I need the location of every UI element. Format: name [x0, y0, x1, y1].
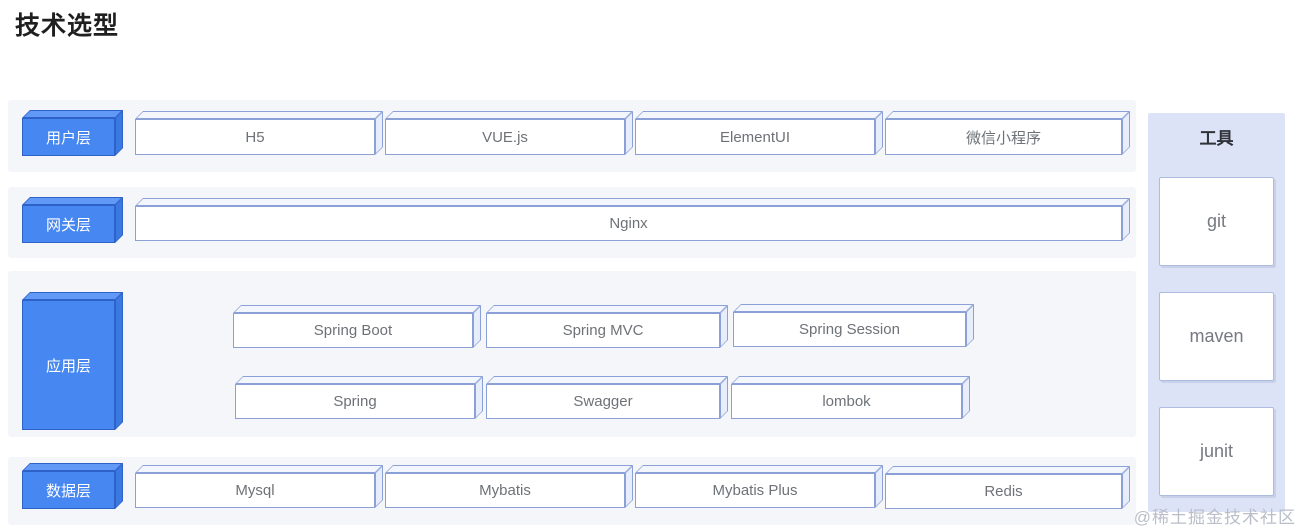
- tool-box-junit: junit: [1159, 407, 1274, 496]
- layer-label-app: 应用层: [22, 300, 115, 430]
- tech-box-wechat-miniprogram: 微信小程序: [885, 119, 1122, 155]
- tech-box-nginx: Nginx: [135, 206, 1122, 241]
- tech-box-spring: Spring: [235, 384, 475, 419]
- tech-box-lombok: lombok: [731, 384, 962, 419]
- tech-box-spring-mvc: Spring MVC: [486, 313, 720, 348]
- tool-box-maven: maven: [1159, 292, 1274, 381]
- tech-box-swagger: Swagger: [486, 384, 720, 419]
- tech-box-mybatis: Mybatis: [385, 473, 625, 508]
- tech-box-mybatis-plus: Mybatis Plus: [635, 473, 875, 508]
- tech-box-vuejs: VUE.js: [385, 119, 625, 155]
- tool-box-git: git: [1159, 177, 1274, 266]
- tech-box-redis: Redis: [885, 474, 1122, 509]
- tools-panel-header: 工具: [1199, 129, 1234, 148]
- layer-label-data: 数据层: [22, 471, 115, 509]
- layer-label-gateway: 网关层: [22, 205, 115, 243]
- page-title: 技术选型: [15, 12, 120, 40]
- tech-box-spring-session: Spring Session: [733, 312, 966, 347]
- tech-box-elementui: ElementUI: [635, 119, 875, 155]
- tech-box-spring-boot: Spring Boot: [233, 313, 473, 348]
- tools-panel: 工具 git maven junit: [1148, 113, 1285, 512]
- layer-label-user: 用户层: [22, 118, 115, 156]
- tech-box-h5: H5: [135, 119, 375, 155]
- watermark: @稀土掘金技术社区: [1133, 508, 1296, 527]
- tech-box-mysql: Mysql: [135, 473, 375, 508]
